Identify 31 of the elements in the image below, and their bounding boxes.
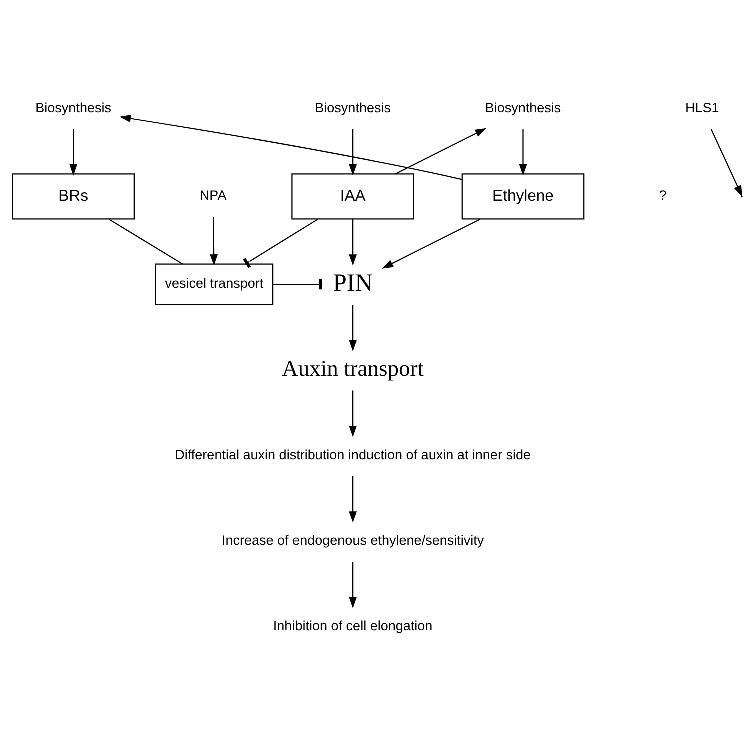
- node-text: Auxin transport: [282, 356, 424, 381]
- node-text: Increase of endogenous ethylene/sensitivity: [222, 533, 484, 548]
- node-text: Biosynthesis: [485, 100, 562, 116]
- connector: [273, 280, 323, 290]
- node-box: IAA: [292, 174, 414, 220]
- arrow: [70, 129, 78, 176]
- arrow: [349, 562, 358, 609]
- label: ?: [659, 188, 667, 204]
- node-text: Differential auxin distribution induction of auxin at inner side: [175, 447, 532, 462]
- arrow: [120, 114, 462, 180]
- arrow: [349, 390, 358, 438]
- arrow: [710, 129, 743, 197]
- arrow: [349, 305, 358, 352]
- node-text: Biosynthesis: [36, 100, 112, 116]
- connector: [108, 218, 184, 265]
- node-text: PIN: [333, 270, 374, 297]
- node-box: BRs: [12, 174, 135, 220]
- node-box: vesicel transport: [155, 264, 274, 306]
- arrow: [382, 218, 481, 269]
- arrow: [210, 217, 218, 266]
- arrow: [349, 219, 358, 266]
- node-text: Biosynthesis: [315, 100, 392, 116]
- connector: [243, 218, 318, 268]
- arrow: [349, 476, 358, 523]
- arrow: [349, 129, 358, 176]
- arrow: [395, 128, 487, 175]
- node-text: NPA: [200, 188, 227, 204]
- node-text: Inhibition of cell elongation: [273, 618, 433, 634]
- arrow: [519, 129, 528, 176]
- node-text: HLS1: [686, 100, 720, 116]
- node-box: Ethylene: [462, 174, 585, 220]
